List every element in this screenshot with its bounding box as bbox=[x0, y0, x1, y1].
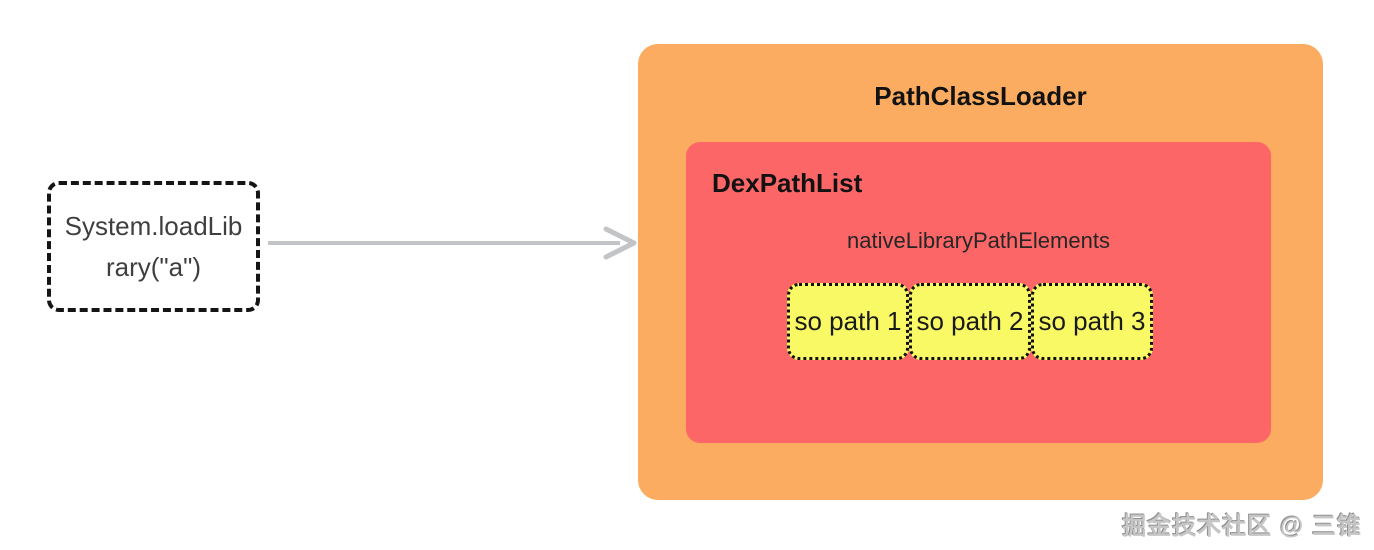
arrow-right-icon bbox=[268, 226, 637, 260]
pathclassloader-title: PathClassLoader bbox=[874, 81, 1087, 111]
loadlibrary-call-box: System.loadLib rary("a") bbox=[47, 181, 260, 312]
so-path-box-3: so path 3 bbox=[1031, 283, 1153, 360]
loadlibrary-call-line1: System.loadLib bbox=[64, 210, 243, 241]
native-library-path-elements-label: nativeLibraryPathElements bbox=[847, 228, 1110, 253]
loadlibrary-call-line2: rary("a") bbox=[105, 251, 201, 282]
dexpathlist-title: DexPathList bbox=[712, 168, 863, 198]
juejin-watermark: 掘金技术社区 @ 三锥 bbox=[1122, 513, 1362, 540]
so-path-box-1: so path 1 bbox=[787, 283, 909, 360]
so-path-box-2: so path 2 bbox=[909, 283, 1031, 360]
so-path-row: so path 1 so path 2 so path 3 bbox=[787, 283, 1153, 360]
pathclassloader-box: PathClassLoader DexPathList nativeLibrar… bbox=[638, 44, 1323, 500]
dexpathlist-box: DexPathList nativeLibraryPathElements so… bbox=[686, 142, 1271, 443]
